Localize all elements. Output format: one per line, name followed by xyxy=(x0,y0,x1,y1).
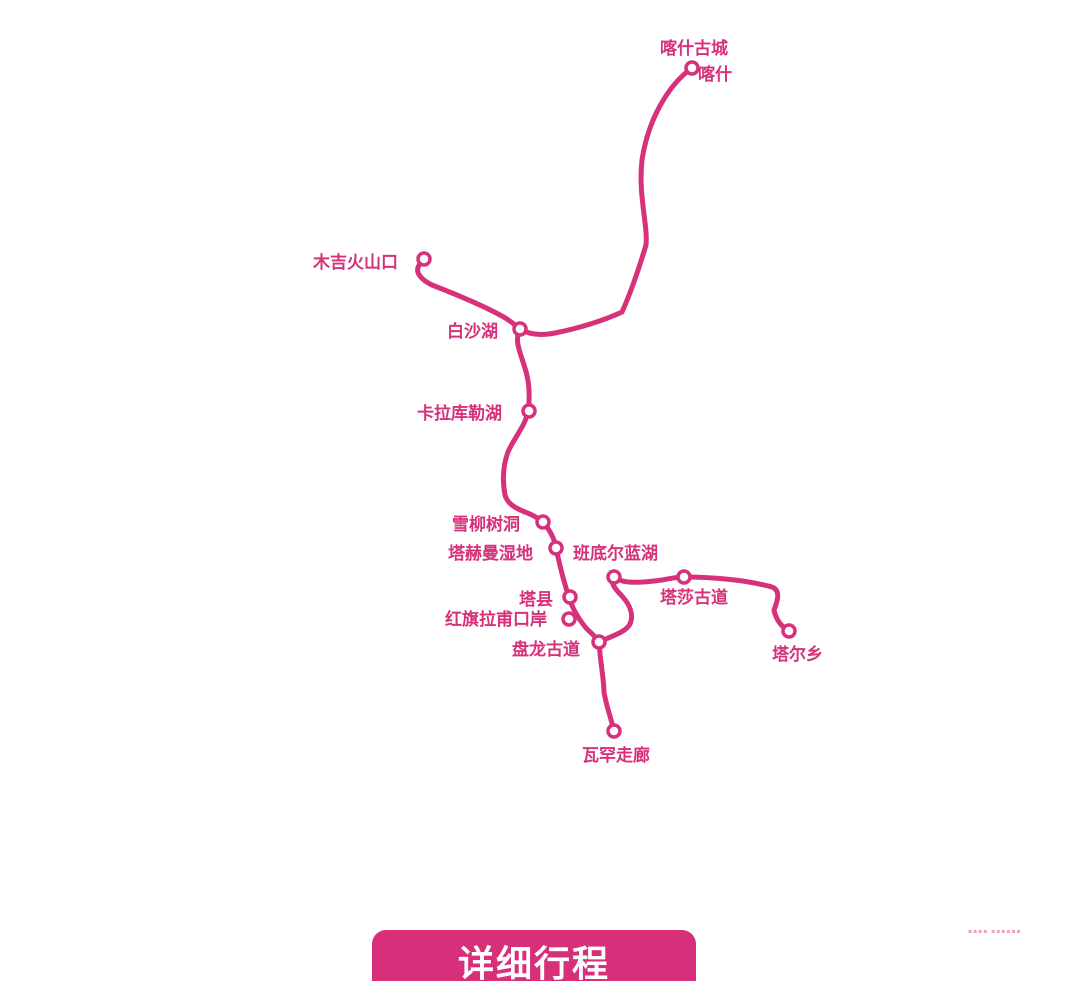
station-dot-wakhan-corridor[interactable] xyxy=(606,723,622,739)
station-dot-baisha-lake[interactable] xyxy=(512,321,528,337)
station-label-baisha-lake: 白沙湖 xyxy=(447,321,498,342)
route-kashgar-to-baisha xyxy=(517,65,695,337)
station-label-muji-volcano: 木吉火山口 xyxy=(312,252,398,273)
station-dot-taer-township[interactable] xyxy=(781,623,797,639)
station-dot-tashsha-ancient-road[interactable] xyxy=(676,569,692,585)
station-label-panlong-ancient-road: 盘龙古道 xyxy=(512,639,580,660)
detailed-itinerary-button[interactable]: 详细行程 xyxy=(372,930,696,981)
watermark-logo: ▪▪▪▪ ▪▪▪▪▪▪ xyxy=(968,928,1022,935)
station-label-kashgar-old-city: 喀什古城 xyxy=(660,38,728,59)
route-muji-to-baisha xyxy=(415,258,523,332)
station-label-taer-township: 塔尔乡 xyxy=(772,644,823,665)
station-label-taheman-wetland: 塔赫曼湿地 xyxy=(448,543,533,564)
route-baisha-to-xueliu xyxy=(500,326,546,525)
station-label-karakul-lake: 卡拉库勒湖 xyxy=(417,403,502,424)
route-panlong-to-bandier xyxy=(596,574,635,645)
station-label-tashsha-ancient-road: 塔莎古道 xyxy=(660,587,728,608)
station-label-kashgar: 喀什 xyxy=(698,64,732,85)
station-dot-panlong-ancient-road[interactable] xyxy=(591,634,607,650)
route-panlong-to-wakhan xyxy=(596,639,617,734)
station-dot-taxian[interactable] xyxy=(562,589,578,605)
station-dot-taheman-wetland[interactable] xyxy=(548,540,564,556)
station-label-bandier-blue-lake: 班底尔蓝湖 xyxy=(573,543,658,564)
station-dot-bandier-blue-lake[interactable] xyxy=(606,569,622,585)
route-bandier-to-taer xyxy=(611,574,792,634)
station-dot-karakul-lake[interactable] xyxy=(521,403,537,419)
station-label-xueliu-tree-cave: 雪柳树洞 xyxy=(452,514,520,535)
station-dot-kashgar[interactable] xyxy=(684,60,700,76)
station-label-hongqilafu-port: 红旗拉甫口岸 xyxy=(445,609,547,630)
station-dot-xueliu-tree-cave[interactable] xyxy=(535,514,551,530)
station-label-wakhan-corridor: 瓦罕走廊 xyxy=(582,745,650,766)
station-dot-muji-volcano[interactable] xyxy=(416,251,432,267)
station-dot-hongqilafu-port[interactable] xyxy=(561,611,577,627)
station-label-taxian: 塔县 xyxy=(519,589,553,610)
